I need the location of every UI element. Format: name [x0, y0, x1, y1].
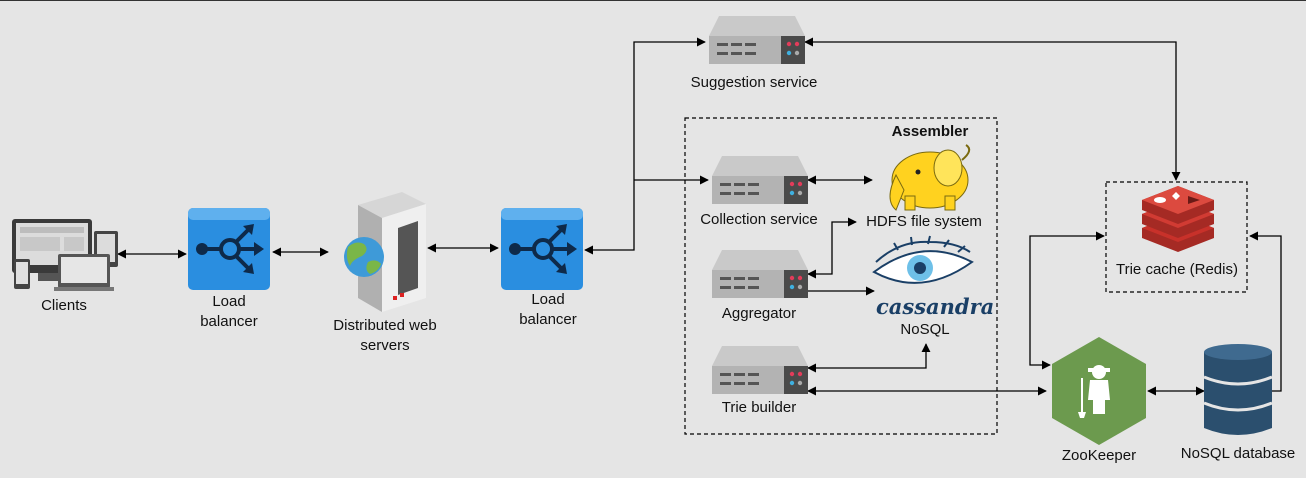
connectors	[117, 37, 1282, 396]
redis-icon	[1142, 186, 1214, 252]
cassandra-logo-text: cassandra	[876, 294, 995, 319]
load-balancer-1-label-line2: balancer	[200, 313, 258, 330]
web-server-icon	[344, 192, 426, 312]
collection-service-label: Collection service	[700, 211, 818, 228]
collection-server-icon	[712, 156, 808, 204]
aggregator-label: Aggregator	[721, 305, 797, 322]
edge-lb2-suggestion	[584, 37, 706, 255]
zookeeper-icon	[1052, 337, 1146, 445]
trie-cache-box	[1105, 181, 1248, 293]
cassandra-label: NoSQL	[900, 321, 950, 338]
hdfs-label: HDFS file system	[866, 213, 982, 230]
load-balancer-2-label-line2: balancer	[519, 311, 577, 328]
assembler-title: Assembler	[891, 123, 969, 140]
web-servers-label: Distributed web servers	[318, 316, 452, 356]
nosql-database-icon	[1203, 344, 1273, 435]
nosql-database-label: NoSQL database	[1180, 445, 1296, 462]
trie-builder-server-icon	[712, 346, 808, 394]
zookeeper-label: ZooKeeper	[1061, 447, 1137, 464]
clients-devices-icon	[12, 219, 118, 291]
load-balancer-2-icon	[501, 208, 583, 290]
web-servers-label-line1: Distributed web	[333, 317, 437, 334]
edge-nosql-cache	[1249, 231, 1282, 392]
load-balancer-1-icon	[188, 208, 270, 290]
load-balancer-2-label: Load balancer	[498, 290, 598, 330]
edge-zookeeper-cache	[1029, 231, 1105, 370]
load-balancer-1-label-line1: Load	[212, 293, 246, 310]
clients-label: Clients	[41, 297, 87, 314]
aggregator-server-icon	[712, 250, 808, 298]
load-balancer-2-label-line1: Load	[531, 291, 565, 308]
hadoop-elephant-icon	[889, 144, 971, 211]
web-servers-label-line2: servers	[360, 337, 410, 354]
edge-suggestion-cache	[804, 37, 1181, 181]
trie-cache-label: Trie cache (Redis)	[1116, 261, 1238, 278]
trie-builder-label: Trie builder	[721, 399, 797, 416]
suggestion-server-icon	[709, 16, 805, 64]
suggestion-service-label: Suggestion service	[690, 74, 818, 91]
load-balancer-1-label: Load balancer	[180, 292, 278, 332]
edge-triebuilder-cassandra	[807, 343, 931, 373]
cassandra-eye-icon	[872, 235, 974, 284]
edge-aggregator-hdfs	[807, 217, 857, 279]
